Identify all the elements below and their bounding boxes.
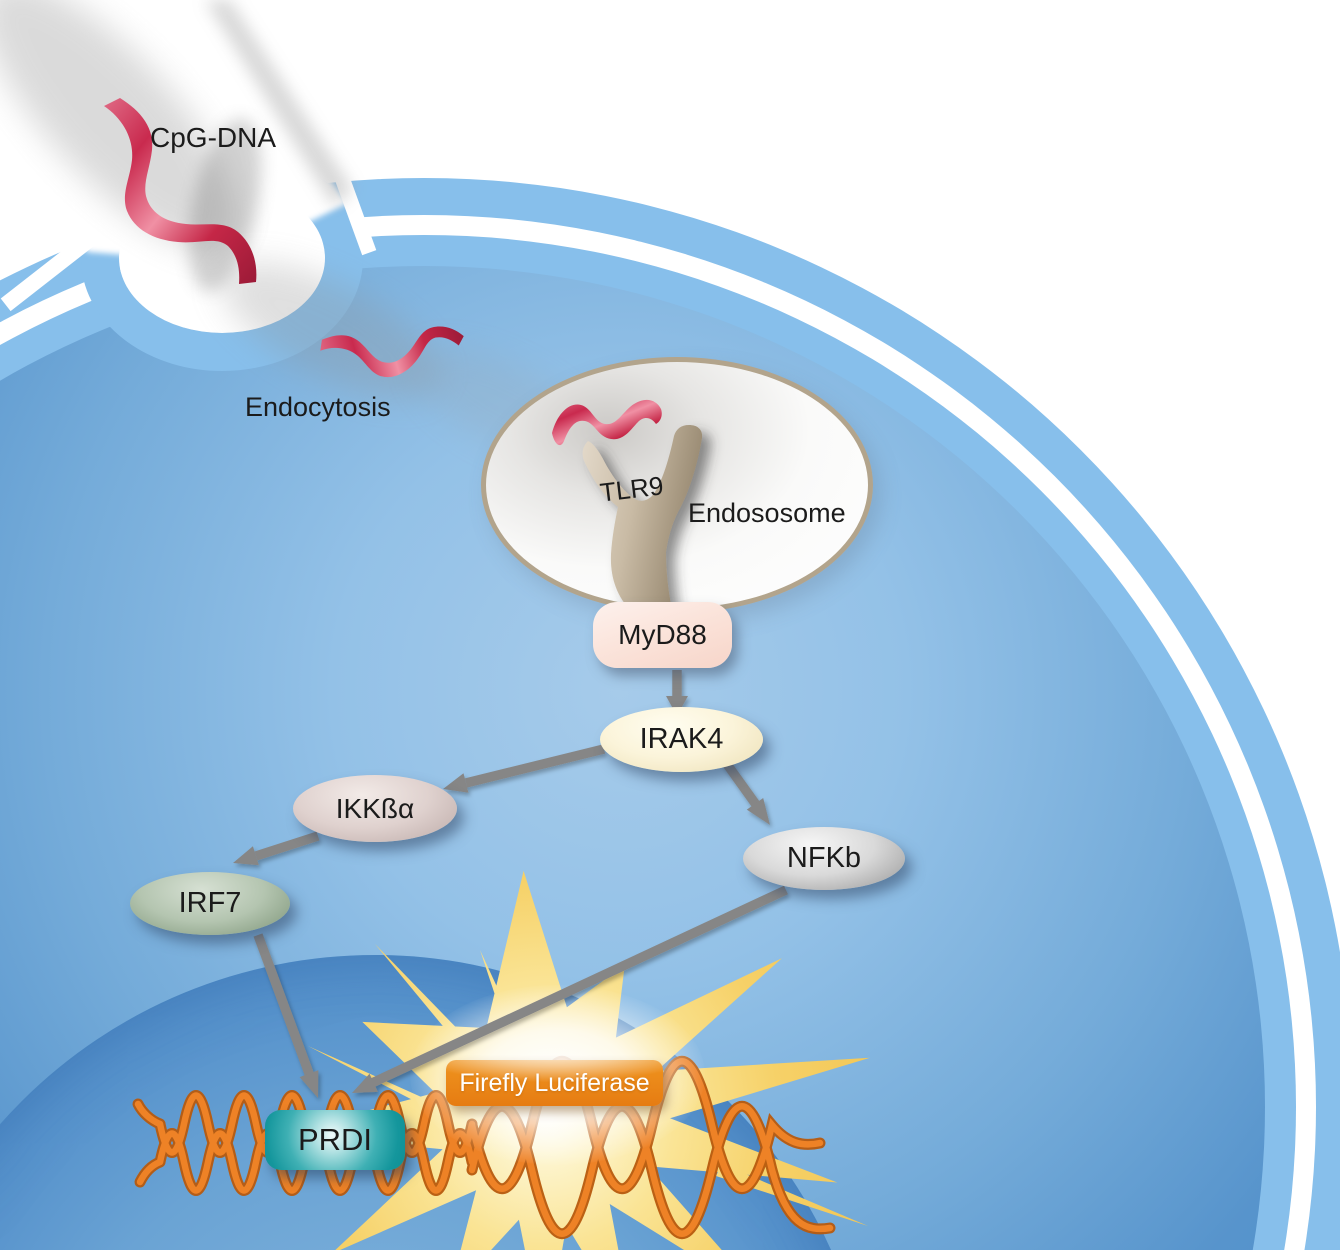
- ikkba-label: IKKßα: [335, 792, 415, 824]
- nfkb-node: NFKb: [743, 827, 905, 890]
- endosome-label: Endososome: [688, 498, 846, 528]
- arrow-irak4-to-ikkba: [443, 744, 606, 793]
- endocytosis-label: Endocytosis: [245, 392, 391, 422]
- firefly-luciferase-node: Firefly Luciferase: [446, 1060, 663, 1106]
- arrow-irf7-to-prdi: [253, 933, 319, 1098]
- arrow-myd88-to-irak4: [666, 670, 688, 716]
- myd88-node: MyD88: [593, 602, 732, 668]
- beam-corner-shadow: [0, 0, 238, 250]
- arrow-nfkb-to-prdi: [352, 885, 789, 1093]
- membrane-gap-left: [0, 230, 98, 312]
- irf7-node: IRF7: [130, 872, 290, 935]
- cpg-dna-ribbon-in-endosome-icon: [552, 399, 662, 446]
- irak4-node: IRAK4: [600, 707, 763, 772]
- beam-edge-shadow: [205, 0, 353, 207]
- nfkb-label: NFKb: [786, 842, 862, 874]
- prdi-node: PRDI: [265, 1110, 405, 1170]
- myd88-label: MyD88: [618, 619, 707, 650]
- cpg-dna-label: CpG-DNA: [150, 122, 277, 153]
- arrow-irak4-to-nfkb: [720, 757, 770, 825]
- irf7-label: IRF7: [178, 887, 242, 919]
- irak4-label: IRAK4: [639, 723, 724, 755]
- firefly-luciferase-label: Firefly Luciferase: [459, 1068, 650, 1097]
- prdi-label: PRDI: [297, 1122, 373, 1157]
- tlr9-receptor-icon: [582, 425, 703, 612]
- arrow-ikkba-to-irf7: [233, 831, 320, 866]
- ikkba-node: IKKßα: [293, 775, 457, 842]
